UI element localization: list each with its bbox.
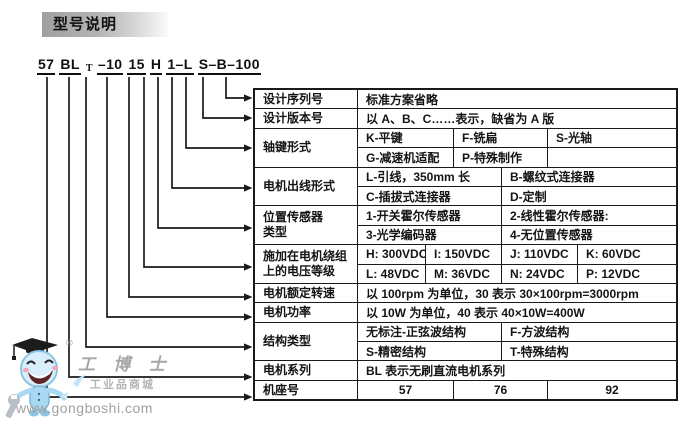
table-cell: 92 — [605, 383, 619, 398]
table-cell: L: 48VDC — [358, 264, 426, 283]
table-cell: C-插拔式连接器 — [358, 186, 502, 206]
code-part: 1–L — [166, 57, 194, 75]
registered-mark: ® — [66, 338, 73, 348]
table-cell: BL 表示无刷直流电机系列 — [366, 364, 506, 379]
table-cell: 标准方案省略 — [366, 92, 439, 107]
table-cell: K-平键 — [358, 128, 454, 148]
connector-H — [143, 77, 253, 271]
table-cell: 以 10W 为单位，40 表示 40×10W=400W — [366, 305, 585, 320]
table-cell: B-螺纹式连接器 — [510, 170, 595, 185]
row-label: 设计序列号 — [255, 90, 358, 109]
code-part: 15 — [127, 57, 146, 75]
connector-L — [171, 77, 253, 192]
row-label: 机座号 — [255, 380, 358, 400]
code-part: 57 — [37, 57, 56, 75]
row-label: 施加在电机绕组 上的电压等级 — [255, 245, 358, 283]
page-title: 型号说明 — [53, 16, 118, 33]
code-part: S–B–100 — [197, 57, 261, 75]
table-cell: T-特殊结构 — [510, 344, 569, 359]
connector-B — [202, 77, 253, 122]
table-cell: S-光轴 — [556, 131, 593, 146]
table-cell: 以 A、B、C……表示，缺省为 A 版 — [366, 112, 555, 127]
table-cell: S-精密结构 — [358, 342, 502, 361]
table-cell: M: 36VDC — [426, 264, 502, 283]
table-cell: J: 110VDC — [502, 245, 578, 264]
table-cell: L-引线，350mm 长 — [358, 167, 502, 186]
table-cell: P-特殊制作 — [454, 148, 548, 167]
row-label: 电机系列 — [255, 361, 358, 380]
table-cell: 1-开关霍尔传感器 — [358, 206, 502, 225]
table-cell: 76 — [454, 380, 548, 400]
table-row: 设计序列号标准方案省略 — [255, 90, 676, 109]
watermark-brand: 工 博 士 — [78, 355, 173, 374]
row-label: 轴键形式 — [255, 128, 358, 167]
table-cell: 3-光学编码器 — [358, 225, 502, 245]
table-cell: 无标注-正弦波结构 — [358, 322, 502, 342]
row-label: 设计版本号 — [255, 109, 358, 128]
connector-T — [85, 77, 253, 351]
table-cell: 以 100rpm 为单位，30 表示 30×100rpm=3000rpm — [366, 286, 639, 301]
table-cell: F-方波结构 — [510, 325, 570, 340]
table-row: 设计版本号以 A、B、C……表示，缺省为 A 版 — [255, 108, 676, 128]
connector-1 — [157, 77, 253, 232]
table-row: 结构类型无标注-正弦波结构 F-方波结构 S-精密结构 T-特殊结构 — [255, 321, 676, 361]
row-label: 电机出线形式 — [255, 167, 358, 206]
watermark-url: www.gongboshi.com — [16, 400, 153, 416]
row-label: 结构类型 — [255, 322, 358, 361]
table-cell: 2-线性霍尔传感器: — [510, 209, 609, 224]
table-row: 电机额定转速以 100rpm 为单位，30 表示 30×100rpm=3000r… — [255, 282, 676, 303]
connector-10 — [106, 77, 253, 321]
table-cell: F-铣扁 — [454, 128, 548, 148]
row-label: 位置传感器 类型 — [255, 206, 358, 245]
table-cell: 4-无位置传感器 — [510, 228, 593, 243]
table-cell: G-减速机适配 — [358, 148, 454, 167]
code-part-sub: T — [85, 63, 93, 74]
row-label: 电机功率 — [255, 303, 358, 322]
table-cell: P: 12VDC — [586, 266, 641, 281]
connector-15 — [128, 77, 253, 301]
code-part: BL — [59, 57, 81, 75]
connector-100 — [225, 77, 253, 102]
table-row: 电机系列 BL 表示无刷直流电机系列 — [255, 360, 676, 380]
mascot-icon — [5, 338, 68, 418]
code-part: H — [149, 57, 163, 75]
row-label: 电机额定转速 — [255, 283, 358, 303]
table-cell: 57 — [358, 380, 454, 400]
table-cell: H: 300VDC — [358, 245, 426, 264]
watermark: ® 工 博 士 工业品商城 www.gongboshi.com — [0, 330, 250, 427]
table-cell: D-定制 — [510, 189, 547, 204]
section-title-bar: 型号说明 — [42, 12, 169, 37]
table-cell — [548, 148, 676, 166]
table-cell: I: 150VDC — [426, 245, 502, 264]
code-part: –10 — [96, 57, 124, 75]
swoosh-icon — [73, 375, 86, 387]
table-cell: K: 60VDC — [586, 247, 641, 262]
watermark-sub-brand: 工业品商城 — [90, 379, 155, 391]
table-row: 电机功率以 10W 为单位，40 表示 40×10W=400W — [255, 302, 676, 322]
connector-S — [185, 77, 253, 152]
table-cell: N: 24VDC — [502, 264, 578, 283]
